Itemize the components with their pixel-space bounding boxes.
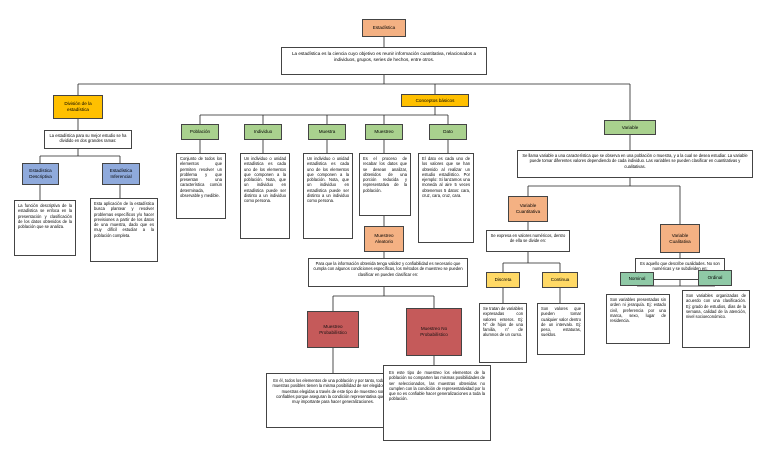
poblacion-text-node: Conjunto de todos los elementos que perm… [176,153,226,219]
muestra-text: Un individuo o unidad estadística es cad… [307,156,349,204]
muestreo-aleatorio-text-node: Para que la información obtenida tenga v… [308,258,468,287]
variable-text-node: Se llama variable a una característica q… [517,150,753,178]
ordinal-node: Ordinal [698,270,732,286]
definition-node: La estadística es la ciencia cuyo objeti… [281,47,487,75]
inferencial-text: Esta aplicación de la estadística busca … [94,201,154,238]
cualitativa-label: Variable Cualitativa [669,232,691,244]
cuantitativa-label: Variable Cuantitativa [515,203,541,214]
probabilistico-label: Muestreo Probabilístico [319,323,347,335]
division-label: División de la estadística [64,101,92,112]
muestra-label: Muestra [318,129,336,135]
dato-node: Dato [429,124,467,140]
cuantitativa-text-node: Se expresa en valores numéricos, dentro … [486,230,570,252]
muestra-node: Muestra [308,124,346,140]
discreta-label: Discreta [494,277,512,283]
division-text-node: La estadística para su mejor estudio se … [44,130,132,149]
individuo-node: Individuo [244,124,282,140]
muestreo-text-node: Es el proceso de recabar los datos que s… [359,153,411,216]
cuantitativa-node: Variable Cuantitativa [508,196,548,222]
muestreo-aleatorio-node: Muestreo Aleatorio [364,226,404,252]
dato-text-node: El dato es cada uno de los valores que s… [418,153,474,243]
division-node: División de la estadística [53,95,103,119]
dato-text: El dato es cada uno de los valores que s… [422,156,470,199]
ordinal-text: Son variables organizadas de acuerdo con… [686,293,746,320]
probabilistico-text: En él, todos los elementos de una poblac… [272,378,394,405]
muestreo-text: Es el proceso de recabar los datos que s… [363,156,407,193]
continua-text: Son valores que pueden tomar cualquier v… [541,306,581,338]
probabilistico-text-node: En él, todos los elementos de una poblac… [266,373,400,428]
conceptos-node: Conceptos básicos [401,94,469,107]
nominal-text: Son variables presentadas sin orden ni j… [610,297,666,324]
cualitativa-node: Variable Cualitativa [660,224,700,253]
division-text: La estadística para su mejor estudio se … [49,133,127,144]
no-probabilistico-node: Muestreo No Probabilístico [406,308,462,356]
inferencial-text-node: Esta aplicación de la estadística busca … [90,198,158,262]
variable-label: Variable [621,124,639,130]
discreta-text: Se tratan de variables expresadas con va… [483,306,523,338]
cualitativa-text: Es aquello que describe cualidades. No s… [640,261,720,272]
poblacion-label: Población [189,129,211,135]
title-label: Estadística [372,25,396,31]
descriptiva-label: Estadística Descriptiva [29,168,52,179]
conceptos-label: Conceptos básicos [415,97,455,103]
inferencial-node: Estadística Inferencial [102,163,140,185]
variable-node: Variable [604,120,656,135]
dato-label: Dato [443,129,453,135]
discreta-text-node: Se tratan de variables expresadas con va… [479,303,527,363]
muestreo-node: Muestreo [365,124,403,140]
no-probabilistico-label: Muestreo No Probabilístico [420,326,448,337]
probabilistico-node: Muestreo Probabilístico [307,311,359,348]
descriptiva-text: La función descriptiva de la estadística… [18,203,72,230]
muestreo-aleatorio-label: Muestreo Aleatorio [374,233,394,244]
descriptiva-node: Estadística Descriptiva [22,163,59,185]
title-node: Estadística [362,19,406,37]
continua-label: Continua [550,277,570,283]
no-probabilistico-text: En este tipo de muestreo los elementos d… [389,370,485,402]
cuantitativa-text: Se expresa en valores numéricos, dentro … [490,233,566,244]
individuo-label: Individuo [253,129,273,135]
variable-text: Se llama variable a una característica q… [522,153,748,169]
nominal-text-node: Son variables presentadas sin orden ni j… [606,294,670,344]
muestra-text-node: Un individuo o unidad estadística es cad… [303,153,353,239]
ordinal-text-node: Son variables organizadas de acuerdo con… [682,290,750,348]
continua-text-node: Son valores que pueden tomar cualquier v… [537,303,585,355]
no-probabilistico-text-node: En este tipo de muestreo los elementos d… [383,365,491,441]
definition-text: La estadística es la ciencia cuyo objeti… [291,51,477,62]
poblacion-text: Conjunto de todos los elementos que perm… [180,156,222,199]
muestreo-label: Muestreo [374,129,394,135]
inferencial-label: Estadística Inferencial [109,168,133,179]
individuo-text-node: Un individuo o unidad estadística es cad… [240,153,290,239]
muestreo-aleatorio-text: Para que la información obtenida tenga v… [313,261,463,277]
nominal-label: Nominal [628,276,646,282]
individuo-text: Un individuo o unidad estadística es cad… [244,156,286,204]
discreta-node: Discreta [486,272,520,288]
nominal-node: Nominal [620,272,654,286]
descriptiva-text-node: La función descriptiva de la estadística… [14,200,76,256]
poblacion-node: Población [181,124,219,140]
continua-node: Continua [542,272,578,288]
ordinal-label: Ordinal [707,275,723,281]
